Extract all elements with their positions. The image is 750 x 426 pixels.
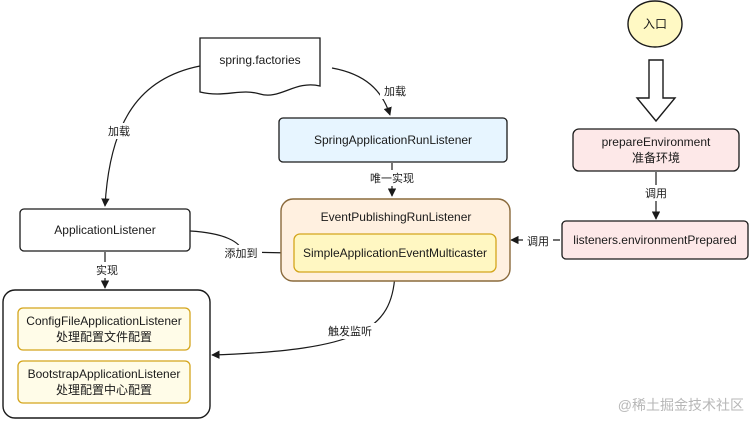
- node-run-listener-label: SpringApplicationRunListener: [314, 133, 472, 147]
- node-prepare-environment: prepareEnvironment 准备环境: [572, 128, 740, 172]
- node-run-listener: SpringApplicationRunListener: [278, 117, 508, 163]
- label-add-to: 添加到: [225, 246, 258, 260]
- label-impl: 实现: [96, 263, 118, 277]
- node-config-file-line1: ConfigFileApplicationListener: [26, 314, 181, 328]
- label-load-right: 加载: [384, 85, 406, 98]
- node-bootstrap-line2: 处理配置中心配置: [56, 382, 152, 397]
- edge-multicaster-to-group: [211, 273, 396, 359]
- label-call-down: 调用: [645, 187, 667, 200]
- node-env-prepared: listeners.environmentPrepared: [561, 220, 749, 260]
- node-multicaster: SimpleApplicationEventMulticaster: [293, 233, 497, 273]
- entry-hollow-arrow: [635, 59, 677, 123]
- watermark: @稀土掘金技术社区: [618, 397, 744, 413]
- node-multicaster-label: SimpleApplicationEventMulticaster: [303, 246, 487, 260]
- node-spring-factories: spring.factories: [199, 37, 321, 96]
- node-spring-factories-label: spring.factories: [219, 53, 300, 67]
- label-load-left: 加载: [108, 125, 130, 138]
- node-event-publishing-label: EventPublishingRunListener: [321, 210, 472, 224]
- label-call-left: 调用: [527, 235, 549, 248]
- edge-labels: 加载 加载 唯一实现 调用 调用 添加到 实现 触发监听: [92, 83, 671, 339]
- node-entry: 入口: [627, 0, 683, 48]
- label-only-impl: 唯一实现: [370, 171, 414, 185]
- node-bootstrap-line1: BootstrapApplicationListener: [28, 367, 181, 381]
- label-trigger-listen: 触发监听: [328, 324, 372, 338]
- node-prepare-environment-line2: 准备环境: [632, 150, 680, 165]
- node-listeners-group: ConfigFileApplicationListener 处理配置文件配置 B…: [2, 289, 211, 419]
- edge-factories-to-run-listener: [331, 67, 392, 116]
- node-prepare-environment-line1: prepareEnvironment: [602, 135, 711, 149]
- node-config-file-line2: 处理配置文件配置: [56, 329, 152, 344]
- node-env-prepared-label: listeners.environmentPrepared: [573, 233, 736, 247]
- nodes: 入口 spring.factories SpringApplicationRun…: [2, 0, 749, 419]
- node-config-file-listener: ConfigFileApplicationListener 处理配置文件配置: [17, 307, 191, 351]
- node-application-listener-label: ApplicationListener: [54, 223, 155, 237]
- node-application-listener: ApplicationListener: [19, 208, 191, 252]
- node-event-publishing: EventPublishingRunListener SimpleApplica…: [280, 198, 511, 282]
- node-entry-label: 入口: [643, 17, 667, 31]
- node-bootstrap-listener: BootstrapApplicationListener 处理配置中心配置: [17, 360, 191, 404]
- edge-factories-to-app-listener: [101, 65, 201, 207]
